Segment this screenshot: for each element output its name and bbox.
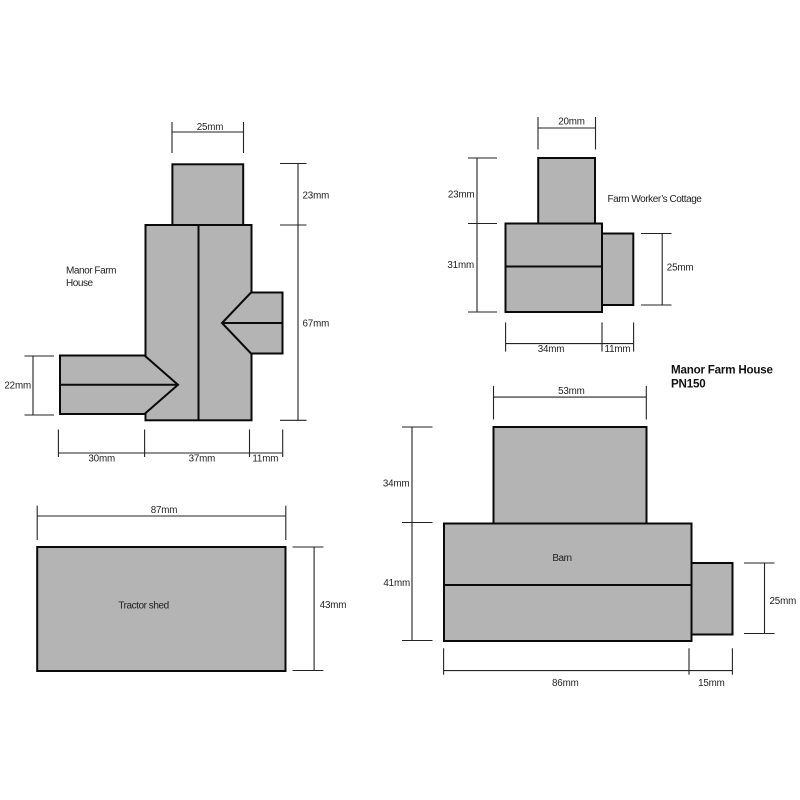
svg-text:25mm: 25mm — [667, 263, 694, 274]
svg-text:67mm: 67mm — [303, 319, 330, 330]
svg-text:34mm: 34mm — [538, 344, 565, 355]
svg-text:15mm: 15mm — [698, 678, 725, 689]
svg-text:86mm: 86mm — [552, 678, 579, 689]
svg-text:23mm: 23mm — [448, 190, 475, 201]
svg-text:22mm: 22mm — [4, 380, 31, 391]
svg-text:Manor Farm House: Manor Farm House — [671, 364, 774, 377]
svg-text:20mm: 20mm — [558, 117, 585, 128]
svg-text:23mm: 23mm — [303, 191, 330, 202]
svg-text:11mm: 11mm — [252, 454, 278, 465]
svg-text:37mm: 37mm — [189, 454, 216, 465]
svg-text:PN150: PN150 — [671, 378, 705, 391]
svg-text:43mm: 43mm — [320, 600, 347, 611]
svg-text:25mm: 25mm — [770, 596, 797, 607]
svg-text:House: House — [66, 278, 94, 289]
svg-text:Manor Farm: Manor Farm — [66, 266, 116, 277]
svg-text:87mm: 87mm — [151, 505, 178, 516]
svg-text:25mm: 25mm — [197, 122, 224, 133]
svg-text:Farm Worker’s Cottage: Farm Worker’s Cottage — [608, 194, 703, 205]
svg-text:Tractor shed: Tractor shed — [118, 601, 168, 612]
svg-text:30mm: 30mm — [88, 454, 115, 465]
svg-text:Barn: Barn — [552, 553, 571, 564]
svg-text:11mm: 11mm — [605, 344, 631, 355]
svg-text:31mm: 31mm — [447, 260, 474, 271]
svg-text:41mm: 41mm — [383, 578, 410, 589]
svg-text:34mm: 34mm — [383, 479, 410, 490]
svg-text:53mm: 53mm — [558, 386, 585, 397]
